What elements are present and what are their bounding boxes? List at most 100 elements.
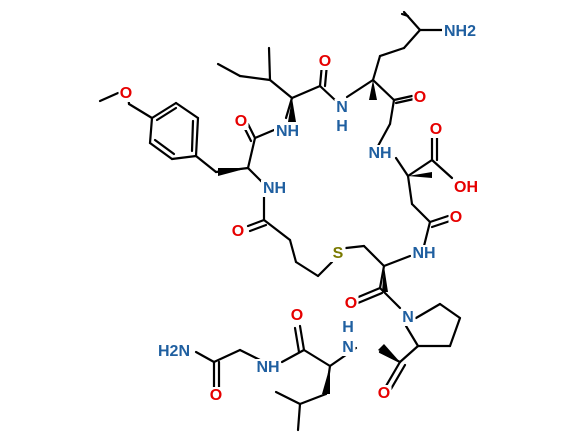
bond [430,158,454,180]
atom-label-cooh-oh: OH [454,179,478,196]
bond [294,260,320,278]
bond [302,348,332,368]
atom-label-background [289,307,305,324]
atom-label-background [340,319,356,336]
bond [194,154,218,174]
atom-label-background [330,245,346,262]
atom-label-s-atom: S [333,245,344,262]
atom-label-background [208,387,224,404]
atom-label-gln-co-o: O [414,89,426,106]
bond [438,302,462,320]
atom-label-background [261,180,287,197]
bond [298,324,306,352]
bond [155,106,178,122]
bond [378,264,386,290]
bond [344,244,366,250]
atom-label-background [155,343,192,360]
bond [280,348,306,364]
atom-label-background [412,89,428,106]
atom-label-tyr-co-o: O [235,113,247,130]
bond [389,363,407,391]
stereo-wedge [378,344,400,362]
bond [246,218,266,228]
atom-label-nh-ile: NH [276,123,299,140]
bond [150,101,178,120]
bond [274,390,302,406]
bond [356,291,384,305]
atom-label-asn-co-o: O [450,209,462,226]
atom-label-h-leu: H [342,319,354,336]
bond [148,116,154,145]
stereo-wedge [288,98,296,122]
bond [296,402,302,432]
bond [212,348,242,364]
bond [316,260,334,278]
atom-label-amide-nh2-top: NH2 [444,23,476,40]
stereo-wedge [218,168,248,176]
bond [388,98,396,126]
bond [448,316,462,348]
atom-label-cooh-o: O [430,121,442,138]
bond [371,78,396,102]
bond [262,218,292,242]
atom-label-nh-tyr: NH [263,180,286,197]
bond [284,96,294,120]
bond [382,254,412,268]
bond [246,122,257,140]
bond [246,136,257,170]
stereo-wedge [408,172,432,178]
atom-label-ile-co-o: O [319,53,331,70]
atom-label-gly-nh: NH [256,359,279,376]
bond [148,141,174,161]
bond [127,102,154,120]
stereo-wedges [218,80,432,394]
atom-label-n-gln: N [336,99,348,116]
stereo-wedge [322,366,330,394]
bond [376,122,392,148]
bond [298,392,328,406]
bond [362,244,386,268]
bond [371,54,382,82]
bond [238,74,272,82]
atom-label-linker-co-o: O [232,223,244,240]
bond [394,97,416,105]
bond [402,28,422,50]
bond [354,286,382,300]
atom-label-background [376,385,392,402]
bond [406,174,414,206]
stereo-wedge [382,266,388,292]
bond [194,350,216,364]
atom-label-cys-co-o: O [345,295,357,312]
atom-label-background [442,23,479,40]
bond [293,326,301,354]
bond [378,46,406,58]
bond [153,138,176,156]
bond [170,154,198,161]
atom-label-background [400,309,416,326]
atom-label-background [317,53,333,70]
atom-label-background [274,123,300,140]
atom-label-pro-co-o: O [378,385,390,402]
bond [268,78,294,100]
bond [288,238,298,264]
bond [290,84,322,100]
atom-label-background [334,99,350,116]
atom-label-gly-nh2: H2N [158,343,190,360]
bond [398,344,420,364]
atom-label-nh-cys: NH [412,245,435,262]
bond [190,119,195,153]
bond [253,128,276,140]
bond [318,84,337,102]
atom-label-background [428,121,444,138]
atom-label-pro-n: N [402,309,414,326]
atom-label-background [367,145,393,162]
bond [238,348,262,362]
bond [392,94,414,102]
atom-label-background [118,85,134,102]
bond [98,91,120,103]
atom-label-background [343,295,359,312]
bond [384,360,402,388]
atom-label-leu-co-o: O [291,307,303,324]
